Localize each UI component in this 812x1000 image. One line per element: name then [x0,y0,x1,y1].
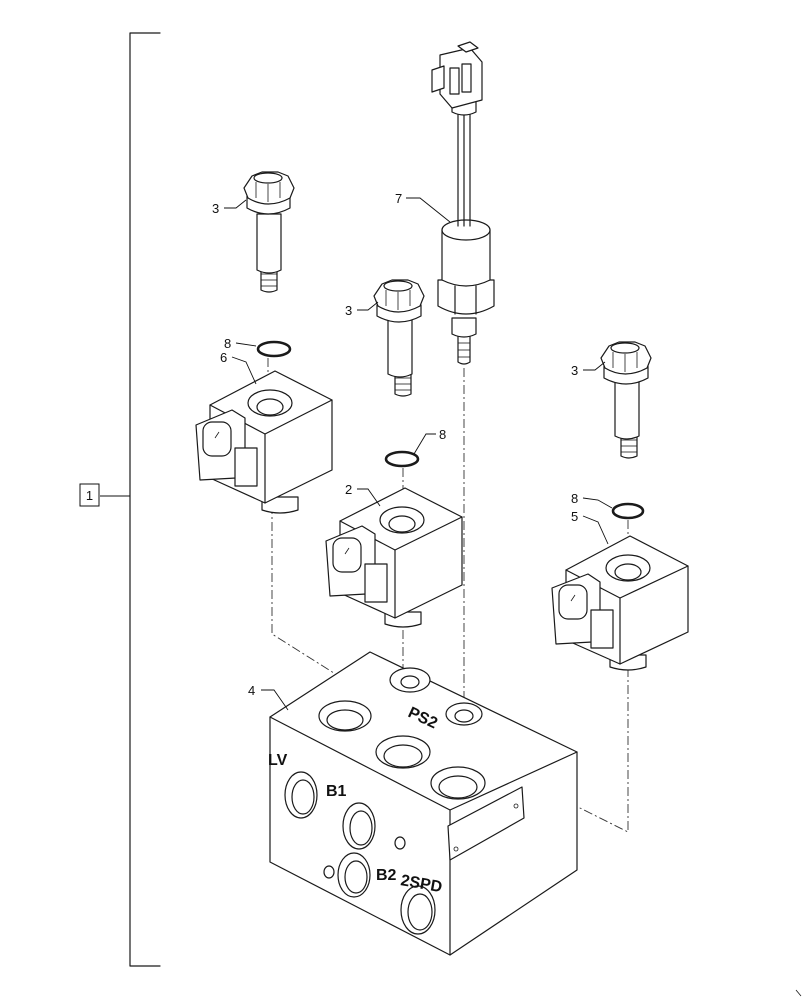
o-ring-right [611,502,645,520]
assembly-label: 1 [86,488,93,503]
cartridge-valve-left [243,171,295,293]
callout-3-left: 3 [212,201,219,216]
callout-7: 7 [395,191,402,206]
corner-mark [795,989,802,997]
callout-6: 6 [220,350,227,365]
solenoid-coil-left [195,370,333,514]
port-label-b1: B1 [326,783,347,800]
callout-8-left: 8 [224,336,231,351]
callout-3-center: 3 [345,303,352,318]
callout-2: 2 [345,482,352,497]
callout-4: 4 [248,683,255,698]
callout-8-right: 8 [571,491,578,506]
o-ring-center [384,450,420,468]
port-label-b2: B2 [376,867,397,884]
solenoid-coil-right [551,535,689,671]
valve-manifold-block [269,651,578,956]
cartridge-valve-center [373,279,425,397]
assembly-bracket [79,32,161,967]
pressure-switch [431,41,495,365]
o-ring-left [256,340,292,358]
callout-8-center: 8 [439,427,446,442]
port-label-2spd: 2SPD [399,872,443,896]
callout-leaders [224,197,613,711]
cartridge-valve-right [600,341,652,459]
callout-3-right: 3 [571,363,578,378]
port-label-lv: LV [268,752,288,769]
callout-5: 5 [571,509,578,524]
solenoid-coil-center [325,487,463,628]
